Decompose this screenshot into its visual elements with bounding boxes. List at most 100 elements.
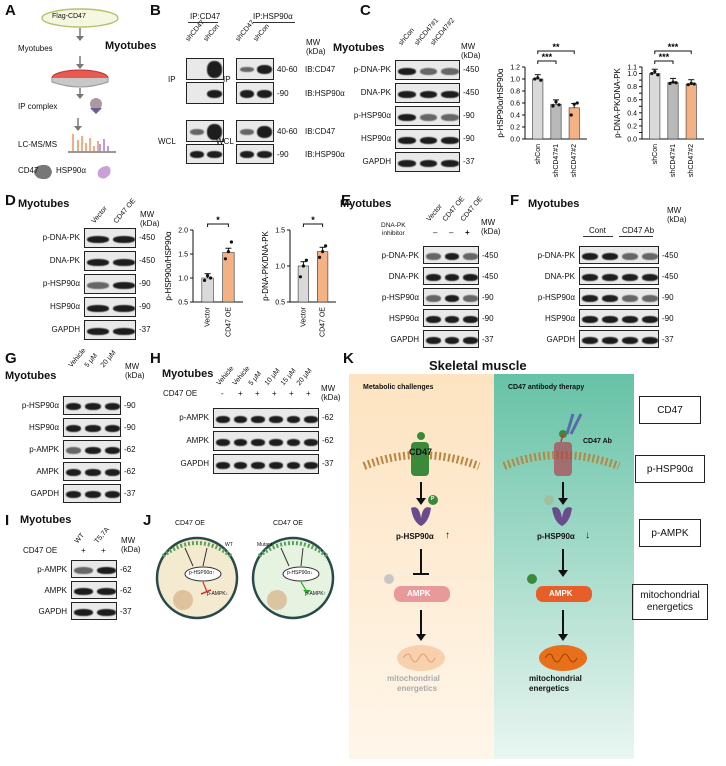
blot-mw-h-0: -62 [322,413,334,422]
x-tick-label: shCD47#2 [688,144,695,177]
y-axis-label: p-HSP90α/HSP90α [164,231,173,301]
data-point [653,69,657,74]
myotubes-label-b: Myotubes [105,40,157,52]
panel-letter-k: K [343,350,354,367]
data-point [223,257,228,261]
myotubes-label-c: Myotubes [333,42,385,54]
blot-d-0 [84,228,136,248]
blot-i-2 [71,602,117,620]
data-point [304,258,309,262]
panel-f-blots: Myotubes Cont CD47 Ab MW (kDa) p-DNA-PK-… [505,198,705,348]
sig-bracket [302,223,324,227]
blot-mw-e-0: -450 [482,251,499,260]
x-tick-label: shCD47#1 [670,144,677,177]
y-tick-label: 0.0 [510,137,520,144]
blot-f-1 [579,267,659,285]
mw-header-c: MW (kDa) [461,42,481,60]
blot-label-f-2: p-HSP90α [537,293,575,302]
blot-label-c-4: GAPDH [362,157,391,166]
data-point [202,278,207,282]
blot-g-2 [63,440,121,459]
y-tick-label: 1.2 [510,65,520,72]
sign-e-3: + [465,228,470,237]
y-tick-label: 0.6 [627,97,637,104]
cd47-oe-label-h: CD47 OE [163,389,198,398]
mw-b-row2: -90 [277,89,289,98]
blot-label-d-0: p-DNA-PK [42,233,80,242]
k-mito-right-2: energetics [529,684,570,693]
blot-f-0 [579,246,659,264]
blot-c-3 [395,129,460,149]
blot-f-3 [579,309,659,327]
blot-d-4 [84,320,136,340]
j-left-title: CD47 OE [175,520,205,527]
k-right-title: CD47 antibody therapy [508,384,585,391]
y-tick-label: 0.8 [510,89,520,96]
lane-i-2: T5,7A [93,526,112,545]
j-hsp-left: p-HSP90α↑ [189,570,215,576]
mw-b-row1: 40-60 [277,65,298,74]
k-title: Skeletal muscle [429,358,527,373]
data-point [323,244,328,248]
y-tick-label: 1.0 [510,77,520,84]
blot-label-f-0: p-DNA-PK [537,251,575,260]
blot-label-g-3: AMPK [36,467,59,476]
myotubes-label-f: Myotubes [528,198,580,210]
blot-mw-c-1: -450 [463,88,480,97]
blot-mw-g-1: -90 [124,423,136,432]
step-myotubes: Myotubes [18,44,53,53]
data-point [575,101,579,105]
x-tick-label: Vector [300,306,307,327]
x-tick-label: shCon [652,144,659,164]
blot-label-g-2: p-AMPK [29,445,59,454]
sig-bracket [207,223,229,227]
blot-c-0 [395,60,460,80]
mw-header-e: MW (kDa) [481,218,501,236]
panel-letter-e: E [341,192,352,209]
blot-mw-g-3: -62 [124,467,136,476]
blot-mw-i-0: -62 [120,565,132,574]
blot-label-c-1: DNA-PK [360,88,391,97]
k-cd47-label: CD47 [409,447,433,457]
k-mito-left-2: energetics [397,684,438,693]
panel-letter-j: J [143,512,152,529]
k-pathway-drawing [362,413,621,671]
data-point [671,80,675,84]
j-ampk-right: p-AMPK↑ [305,591,327,597]
lane-h-3: 5 μM [247,370,264,387]
mw-b-row4: -90 [277,150,289,159]
blot-label-d-1: DNA-PK [49,256,80,265]
blot-mw-g-2: -62 [124,445,136,454]
blot-e-3 [423,309,479,327]
blot-c-1 [395,83,460,103]
myotubes-label-h: Myotubes [162,368,214,380]
data-point [554,100,558,104]
bar-shCon [532,78,544,140]
blot-c-2 [395,106,460,126]
lane-d-2: CD47 OE [112,197,138,225]
blot-label-i-0: p-AMPK [37,565,67,574]
lane-h-6: 20 μM [295,367,314,387]
blot-b-ip2-hsp [236,82,274,104]
blot-h-0 [213,408,319,428]
lane-g-3: 20 μM [99,349,118,369]
panel-letter-f: F [510,192,520,209]
sig-bracket [537,60,557,64]
blot-mw-d-0: -450 [139,233,156,242]
blot-label-e-2: p-HSP90α [381,293,419,302]
y-axis-label: p-DNA-PK/DNA-PK [261,230,270,300]
blot-mw-h-1: -62 [322,436,334,445]
data-point [301,264,306,268]
ip-workflow-diagram [34,8,119,180]
sig-marker: *** [659,52,670,62]
data-point [686,83,690,87]
blot-i-1 [71,581,117,599]
y-tick-label: 0.6 [510,101,520,108]
sig-marker: *** [542,52,553,62]
panel-k: Skeletal muscle Metabolic challenges CD4… [349,358,726,766]
ib-b-row3: IB:CD47 [305,127,336,136]
y-tick-label: 0.5 [275,300,285,307]
protein-cd47: CD47 [18,166,39,175]
k-hsp-right-down: ↓ [585,530,590,541]
